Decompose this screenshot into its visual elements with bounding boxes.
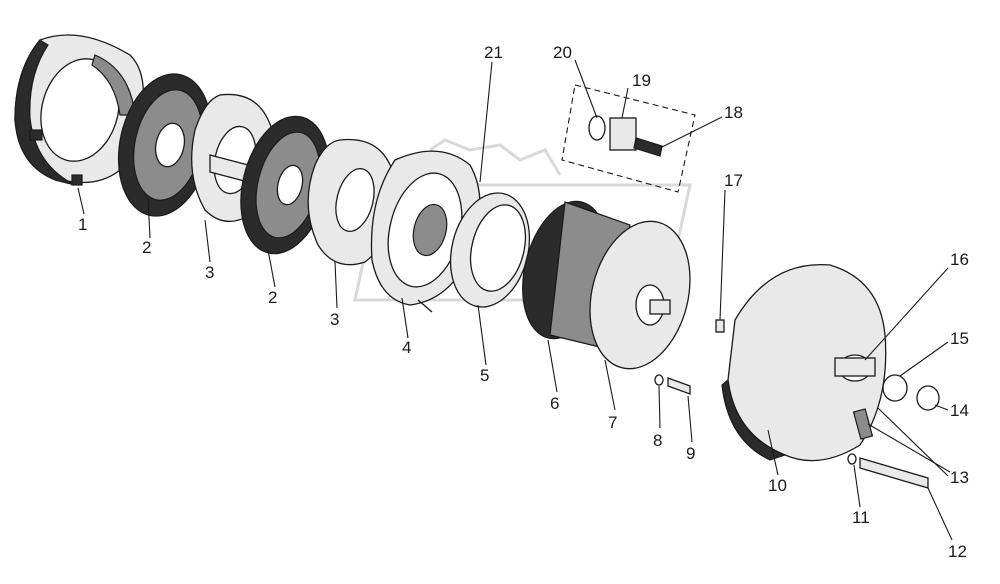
callout-15: 15: [950, 329, 969, 348]
callout-2b: 2: [268, 288, 277, 307]
callout-14: 14: [950, 401, 969, 420]
callout-6: 6: [550, 394, 559, 413]
callout-11: 11: [852, 508, 870, 527]
part-18-spring: [633, 137, 663, 157]
part-19-body: [609, 117, 637, 151]
part-9-bolt: [667, 377, 691, 395]
part-20-ring: [588, 115, 606, 141]
callout-21: 21: [484, 43, 503, 62]
part-2-friction-disc-b: [240, 115, 330, 255]
callout-9: 9: [686, 444, 695, 463]
callout-3b: 3: [330, 310, 339, 329]
part-2-friction-disc-a: [117, 73, 213, 217]
callout-19: 19: [632, 71, 651, 90]
part-1-housing: [14, 34, 144, 186]
part-7-cover-plate: [589, 220, 691, 370]
part-12-bolt: [859, 457, 929, 489]
callout-18: 18: [724, 103, 743, 122]
part-14-ring: [916, 385, 940, 411]
callout-labels: 1 2 3 2 3 4 5 6 7 8 9 10 11 12 13 14 15 …: [78, 43, 969, 561]
leader-lines: [77, 59, 953, 541]
part-8-washer: [654, 374, 664, 386]
callout-12: 12: [948, 542, 967, 561]
callout-1: 1: [78, 215, 87, 234]
part-15-seal: [882, 374, 908, 402]
part-17-pin: [715, 319, 725, 333]
callout-20: 20: [553, 43, 572, 62]
callout-5: 5: [480, 366, 489, 385]
callout-2a: 2: [142, 238, 151, 257]
part-10-main-housing: [721, 263, 887, 462]
callout-3a: 3: [205, 263, 214, 282]
part-5-piston: [449, 192, 531, 308]
callout-10: 10: [768, 476, 787, 495]
valve-group: [561, 84, 696, 193]
callout-17: 17: [724, 171, 743, 190]
callout-13: 13: [950, 468, 969, 487]
callout-4: 4: [402, 338, 411, 357]
part-13-fitting: [852, 408, 874, 440]
part-11-washer: [847, 453, 857, 465]
callout-7: 7: [608, 413, 617, 432]
callout-8: 8: [653, 431, 662, 450]
callout-16: 16: [950, 250, 969, 269]
